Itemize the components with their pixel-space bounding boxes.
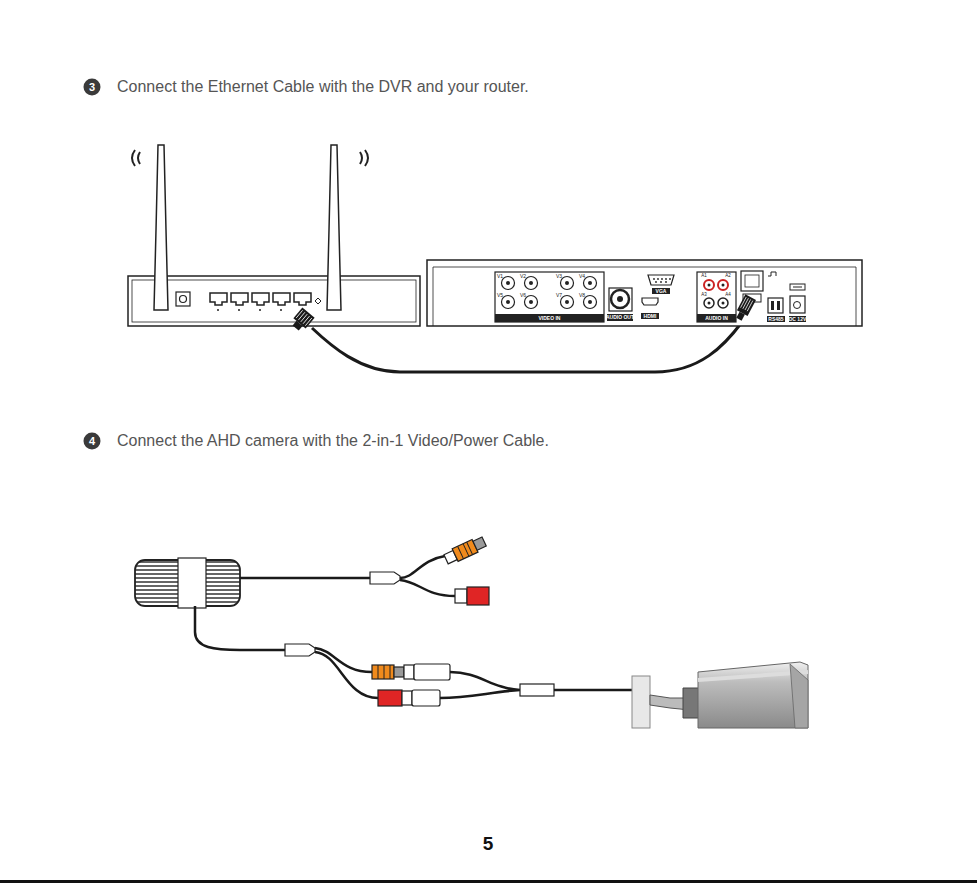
port-label: VIDEO IN (539, 316, 561, 321)
router (128, 145, 420, 326)
port-number: V2 (520, 274, 526, 279)
wifi-waves (132, 150, 140, 166)
port-label: AUDIO IN (705, 316, 728, 321)
port-number: V3 (556, 274, 562, 279)
step-number: 4 (89, 436, 95, 447)
bullet-camera (632, 662, 808, 728)
port-number: V4 (579, 274, 585, 279)
port-number: V7 (556, 293, 562, 298)
rj45-plug (290, 307, 315, 333)
port-number: V8 (579, 293, 585, 298)
port-number: V5 (497, 293, 503, 298)
port-label: RS485 (768, 317, 783, 322)
port-number: A1 (701, 274, 707, 279)
step-badge (84, 433, 101, 450)
port-label: VGA (656, 289, 667, 294)
dvr (427, 260, 862, 326)
port-number: A3 (701, 293, 707, 298)
port-number: A4 (725, 293, 731, 298)
step-number: 3 (89, 82, 95, 93)
port-label: DC 12V (789, 317, 807, 322)
ethernet-cable (312, 322, 742, 372)
port-number: A2 (725, 274, 731, 279)
port-number: V1 (497, 274, 503, 279)
rj45-plug (734, 294, 756, 322)
antenna (327, 145, 341, 310)
port-number: V6 (520, 293, 526, 298)
step-text: Connect the AHD camera with the 2-in-1 V… (117, 433, 549, 449)
port-label: AUDIO OUT (606, 315, 634, 320)
video-power-cable (135, 535, 632, 706)
antenna (154, 145, 168, 310)
port-label: HDMI (644, 314, 657, 319)
wifi-waves (360, 150, 368, 166)
page-number: 5 (483, 834, 494, 853)
step-badge (84, 79, 101, 96)
page-rule (0, 880, 977, 883)
step-text: Connect the Ethernet Cable with the DVR … (117, 79, 529, 95)
